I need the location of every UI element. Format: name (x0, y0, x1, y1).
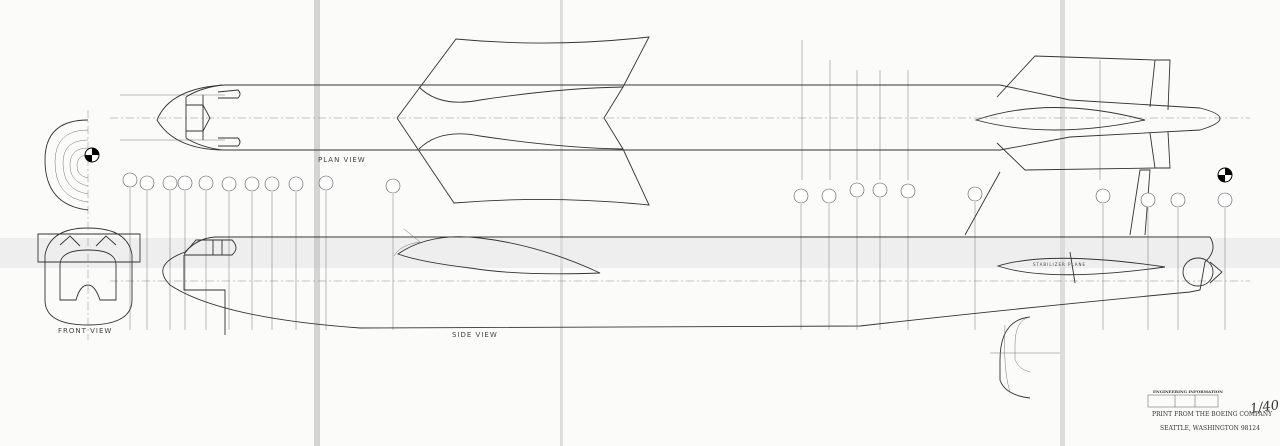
station-bubble (821, 188, 837, 204)
station-bubble (177, 175, 193, 191)
station-bubble (162, 175, 178, 191)
front-view-label: FRONT VIEW (58, 327, 113, 335)
plan-view-wing (396, 36, 650, 206)
station-bubble (849, 182, 865, 198)
title-block-print-line: PRINT FROM THE BOEING COMPANY (1152, 411, 1273, 418)
front-view (37, 110, 141, 340)
stabilizer-label: STABILIZER PLANE (1033, 262, 1087, 267)
station-bubble (288, 176, 304, 192)
station-bubbles (122, 172, 1233, 208)
station-bubble (221, 176, 237, 192)
side-view-label: SIDE VIEW (452, 331, 498, 339)
station-bubble (198, 175, 214, 191)
side-view-wing-section (393, 228, 601, 275)
center-of-gravity-symbol (1217, 167, 1233, 183)
station-bubble (139, 175, 155, 191)
aft-section-contours (990, 316, 1060, 399)
station-bubble (264, 176, 280, 192)
station-bubble (385, 178, 401, 194)
station-bubble (318, 175, 334, 191)
title-block-grid (1147, 394, 1219, 408)
station-bubble (1140, 192, 1156, 208)
station-lines (129, 40, 1226, 330)
reference-lines (110, 94, 1250, 282)
station-bubble (872, 182, 888, 198)
plan-view-tail (974, 55, 1171, 171)
side-view-stabilizer (996, 251, 1166, 284)
front-view-section-contours (44, 119, 89, 211)
plan-view-label: PLAN VIEW (318, 156, 366, 164)
station-bubble (1095, 188, 1111, 204)
station-bubble (1217, 192, 1233, 208)
station-bubble (793, 188, 809, 204)
center-of-gravity-symbol (84, 147, 100, 163)
station-bubble (1170, 192, 1186, 208)
station-bubble (244, 176, 260, 192)
station-bubble (967, 186, 983, 202)
plan-view-fuselage (156, 84, 1221, 151)
title-block-city-line: SEATTLE, WASHINGTON 98124 (1160, 425, 1260, 432)
station-bubble (900, 183, 916, 199)
station-bubble (122, 172, 138, 188)
title-block-heading: ENGINEERING INFORMATION (1153, 389, 1223, 394)
